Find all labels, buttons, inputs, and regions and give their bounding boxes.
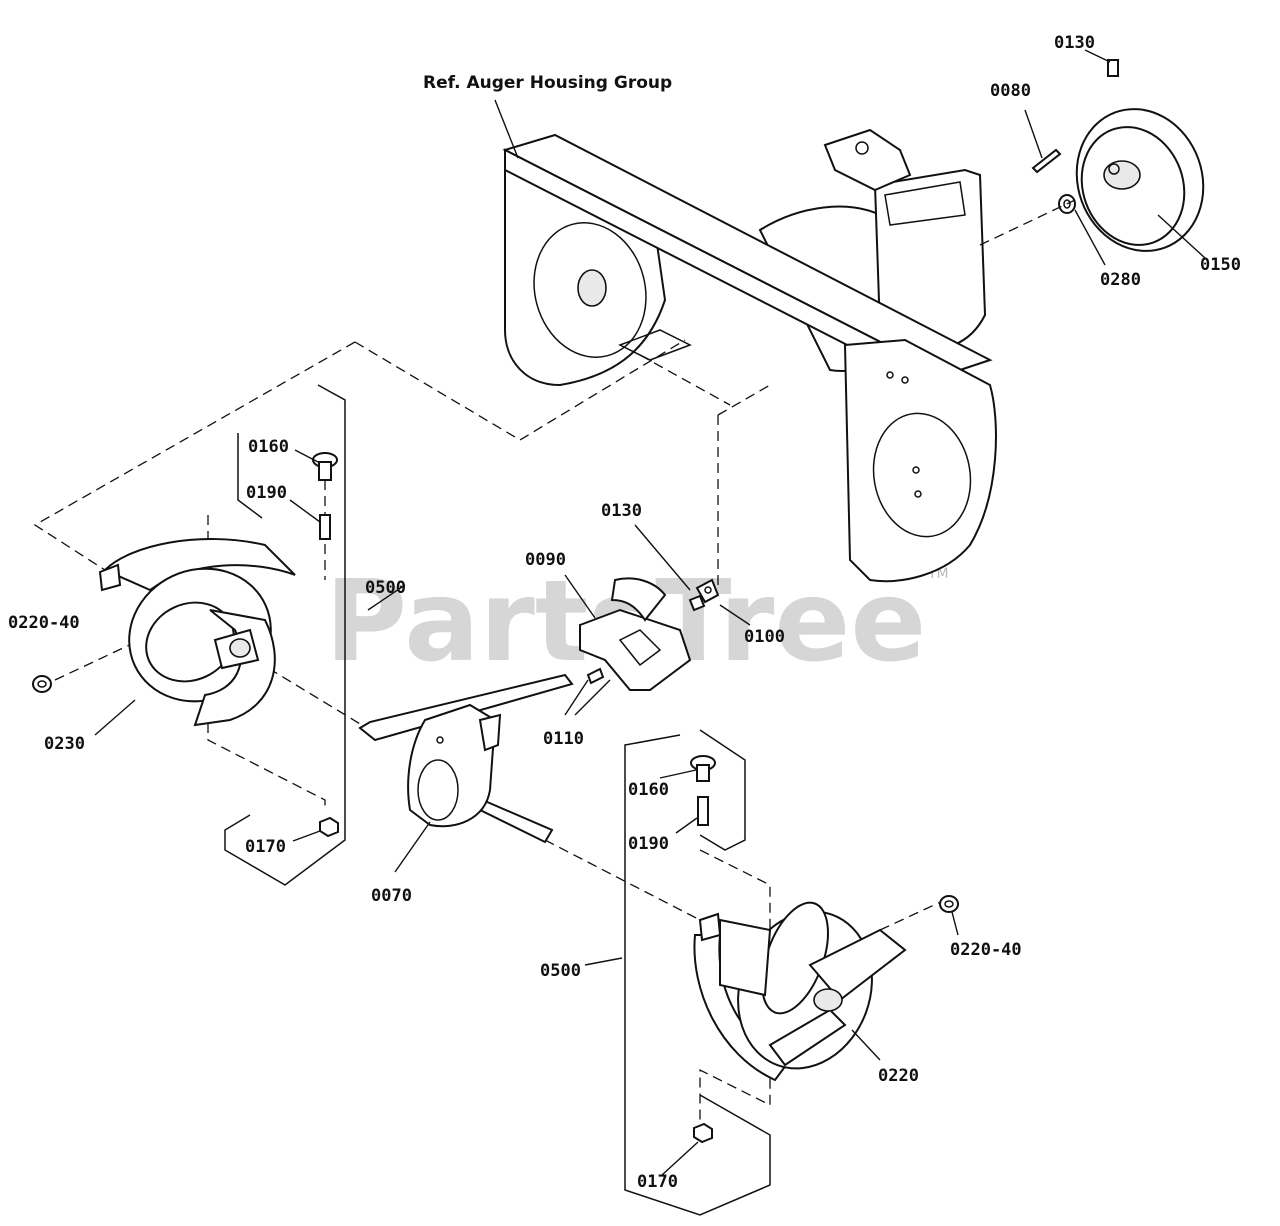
bolt-0160-right[interactable] [690, 755, 716, 782]
gearbox-0070[interactable] [358, 673, 574, 844]
center-align-top [717, 384, 771, 416]
nut-0100[interactable] [695, 578, 720, 604]
label-0280: 0280 [1100, 270, 1141, 290]
screw-0130-top[interactable] [1107, 59, 1119, 77]
fitting-0220-40-right[interactable] [939, 895, 959, 913]
right-bolt-align [879, 899, 946, 931]
pulley-alignment-line [979, 199, 1076, 246]
auger-housing[interactable] [502, 128, 997, 583]
right-shaft-align [544, 839, 701, 921]
right-bracket-dashed [699, 849, 771, 1120]
left-align-diagonal [33, 341, 356, 571]
housing-align-line [639, 354, 731, 406]
label-0190-left: 0190 [246, 483, 287, 503]
leader-lines [94, 49, 1206, 1176]
label-0220: 0220 [878, 1066, 919, 1086]
left-align-bracket [354, 339, 686, 441]
nut-0170-right[interactable] [693, 1122, 713, 1144]
ref-auger-housing-label: Ref. Auger Housing Group [423, 73, 672, 93]
left-bracket-top [237, 433, 263, 519]
sleeve-0190-right[interactable] [697, 796, 709, 826]
label-0080: 0080 [990, 81, 1031, 101]
bearing-0090[interactable] [579, 577, 692, 691]
right-group-bracket [624, 729, 771, 1216]
screw-0130-mid[interactable] [688, 594, 706, 612]
pulley-0150[interactable] [1057, 91, 1223, 269]
auger-0220[interactable] [693, 893, 907, 1088]
label-0070: 0070 [371, 886, 412, 906]
label-0130-mid: 0130 [601, 501, 642, 521]
label-0110: 0110 [543, 729, 584, 749]
sleeve-0190-left[interactable] [319, 514, 331, 540]
left-group-bracket [224, 384, 346, 886]
label-0230: 0230 [44, 734, 85, 754]
label-0500-left: 0500 [365, 578, 406, 598]
label-0160-left: 0160 [248, 437, 289, 457]
label-0090: 0090 [525, 550, 566, 570]
left-bolt-align [54, 639, 141, 681]
fitting-0220-40-left[interactable] [32, 675, 52, 693]
label-0190-right: 0190 [628, 834, 669, 854]
label-0500-right: 0500 [540, 961, 581, 981]
label-0220-40-right: 0220-40 [950, 940, 1022, 960]
nut-0170-left[interactable] [319, 816, 339, 838]
label-0150: 0150 [1200, 255, 1241, 275]
label-0130-top: 0130 [1054, 33, 1095, 53]
label-0170-right: 0170 [637, 1172, 678, 1192]
key-0080[interactable] [1031, 148, 1062, 174]
label-0160-right: 0160 [628, 780, 669, 800]
bolt-0110[interactable] [586, 667, 605, 685]
label-0220-40-left: 0220-40 [8, 613, 80, 633]
auger-0230[interactable] [98, 538, 296, 727]
bolt-0160-left[interactable] [312, 452, 338, 481]
label-0100: 0100 [744, 627, 785, 647]
label-0170-left: 0170 [245, 837, 286, 857]
